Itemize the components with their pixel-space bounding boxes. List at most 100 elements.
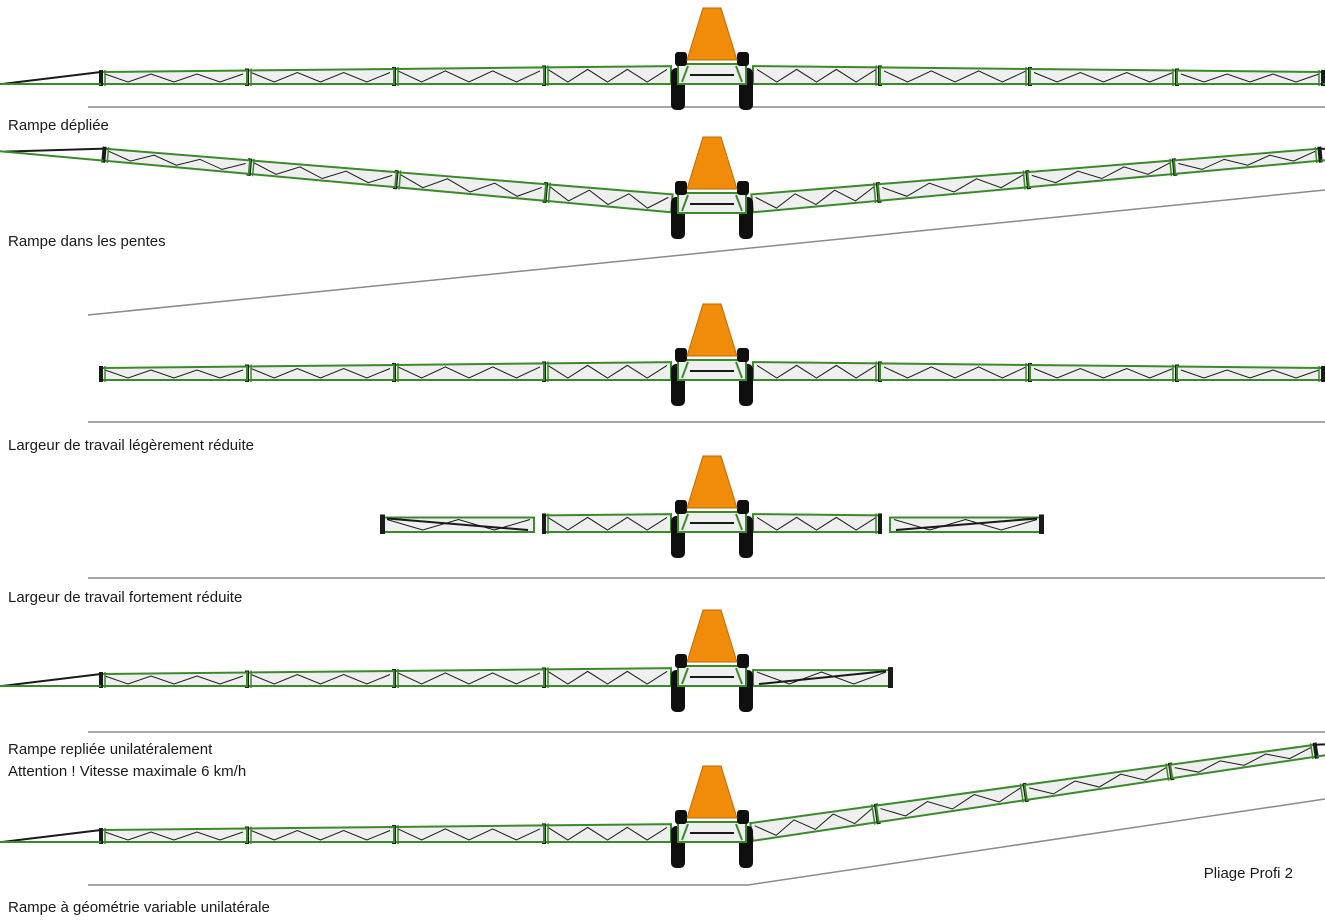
pivot-right <box>737 52 749 66</box>
sprayer-center <box>671 136 753 239</box>
boom-truss <box>755 186 875 209</box>
boom-hinge <box>542 513 546 534</box>
boom-section <box>543 667 672 687</box>
boom-hinge-accent <box>1019 783 1024 803</box>
pivot-right <box>737 810 749 824</box>
caption-slope: Rampe dans les pentes <box>8 231 166 253</box>
boom-section <box>752 65 881 85</box>
tank <box>686 609 738 663</box>
boom-hinge-accent <box>1314 146 1318 164</box>
pivot-left <box>675 810 687 824</box>
boom-section <box>752 361 881 381</box>
center-brace <box>681 194 689 212</box>
boom-folded-truss <box>756 671 887 685</box>
center-brace <box>735 194 743 212</box>
boom-tip <box>0 147 104 162</box>
boom-truss <box>883 366 1027 379</box>
sprayer-center <box>671 303 753 406</box>
caption-one-side-folded: Rampe repliée unilatéralement Attention … <box>8 739 246 783</box>
boom-hinge-accent <box>873 182 877 204</box>
pivot-right <box>737 500 749 514</box>
boom-arm-left <box>0 146 674 214</box>
boom-tip-strut <box>1 829 102 843</box>
boom-truss <box>754 807 873 836</box>
sprayer-center <box>671 609 753 712</box>
boom-truss <box>756 516 877 531</box>
boom-arm-right <box>752 667 893 688</box>
pivot-right <box>737 181 749 195</box>
center-brace <box>735 513 743 531</box>
pivot-left <box>675 500 687 514</box>
boom-section <box>752 513 881 533</box>
boom-hinge <box>99 366 103 382</box>
boom-hinge-accent <box>1309 743 1314 760</box>
boom-truss <box>880 787 1022 817</box>
sprayer-center <box>671 765 753 868</box>
sprayer-center <box>671 455 753 558</box>
boom-truss <box>1031 162 1171 184</box>
boom-truss <box>104 831 244 841</box>
boom-end-post <box>888 667 893 688</box>
pivot-left <box>675 654 687 668</box>
boom-hinge-accent <box>251 158 255 177</box>
boom-truss <box>547 68 668 83</box>
boom-hinge-accent <box>106 146 110 164</box>
caption-line: Rampe à géométrie variable unilatérale <box>8 899 270 916</box>
configuration-strongly-reduced <box>88 455 1325 579</box>
pivot-right <box>737 654 749 668</box>
tank <box>686 303 738 357</box>
boom-folded-truss <box>893 518 1038 531</box>
center-brace <box>681 513 689 531</box>
boom-section <box>543 361 672 381</box>
boom-hinge <box>1321 366 1325 382</box>
boom-truss <box>400 174 542 197</box>
sprayer-center <box>671 7 753 110</box>
boom-arm-right <box>749 736 1325 842</box>
boom-truss <box>1033 367 1174 379</box>
boom-truss <box>250 673 391 685</box>
boom-truss <box>250 367 391 379</box>
boom-section <box>1169 743 1318 780</box>
center-brace <box>681 667 689 685</box>
center-brace <box>681 823 689 841</box>
boom-hinge-accent <box>1022 170 1026 190</box>
boom-arm-left <box>99 361 672 382</box>
center-brace <box>681 65 689 83</box>
boom-hinge <box>99 828 103 844</box>
boom-arm-left <box>0 667 672 688</box>
boom-folded-strut <box>758 670 887 685</box>
boom-hinge <box>1317 146 1323 163</box>
configuration-one-side-folded <box>0 609 1325 733</box>
tank <box>686 765 738 819</box>
configuration-one-side-variable <box>0 736 1325 886</box>
tank <box>686 136 738 190</box>
boom-section <box>102 147 252 175</box>
caption-strongly-reduced: Largeur de travail fortement réduite <box>8 587 242 609</box>
boom-hinge <box>1321 70 1325 86</box>
configuration-unfolded <box>0 7 1325 110</box>
boom-arm-left <box>0 823 672 844</box>
boom-truss <box>547 826 668 841</box>
boom-arm-right <box>752 513 1044 534</box>
boom-truss <box>108 150 246 170</box>
boom-truss <box>756 68 877 83</box>
boom-section <box>876 171 1030 202</box>
boom-truss <box>547 364 668 379</box>
boom-truss <box>1174 746 1312 773</box>
ground-line <box>88 798 1325 886</box>
boom-hinge <box>99 672 103 688</box>
boom-end-post <box>380 514 385 534</box>
pivot-right <box>737 348 749 362</box>
boom-truss <box>253 162 393 184</box>
center-brace <box>735 361 743 379</box>
center-brace <box>735 667 743 685</box>
boom-hinge-accent <box>871 804 876 825</box>
tank <box>686 455 738 509</box>
boom-section <box>1172 147 1322 175</box>
boom-truss <box>882 174 1024 197</box>
caption-warning-line: Attention ! Vitesse maximale 6 km/h <box>8 763 247 780</box>
center-brace <box>735 65 743 83</box>
boom-hinge <box>1312 742 1319 759</box>
boom-truss <box>547 670 668 685</box>
